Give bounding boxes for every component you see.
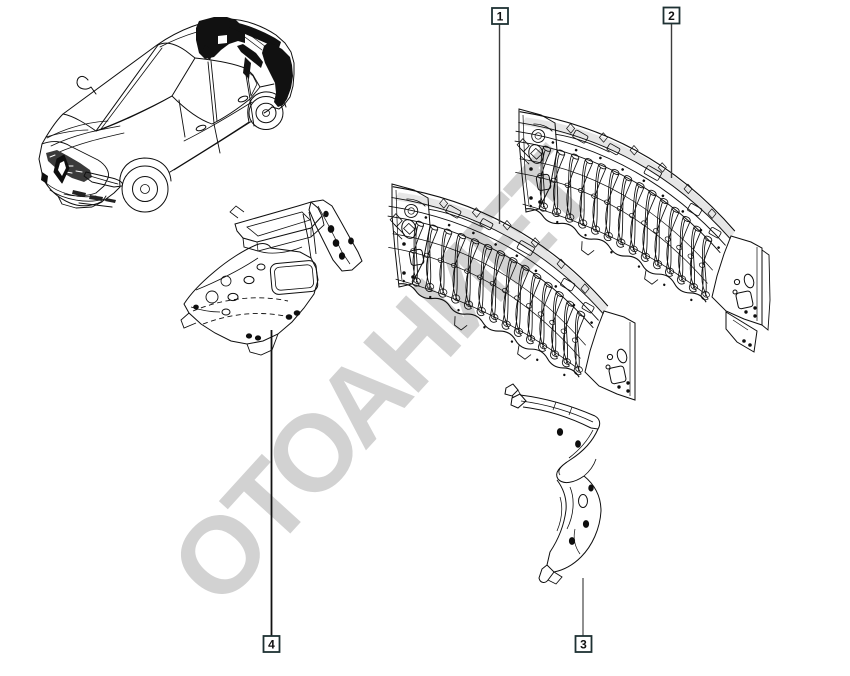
svg-text:4: 4 bbox=[268, 638, 275, 652]
svg-text:3: 3 bbox=[580, 638, 587, 652]
svg-text:1: 1 bbox=[497, 10, 504, 24]
svg-text:2: 2 bbox=[668, 9, 675, 23]
